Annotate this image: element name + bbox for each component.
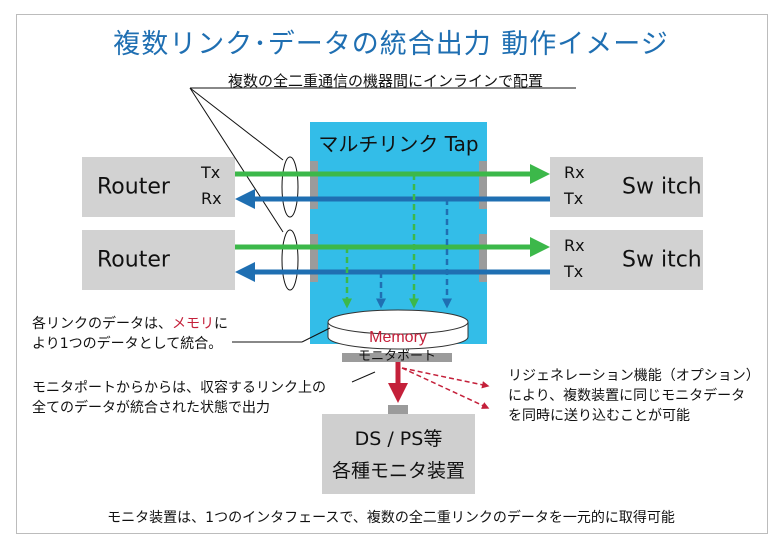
memory-cylinder	[327, 309, 469, 350]
monitor-device: DS / PS等 各種モニタ装置	[322, 414, 475, 494]
tap-port-right-2	[479, 234, 487, 282]
footer-note: モニタ装置は、1つのインタフェースで、複数の全二重リンクのデータを一元的に取得可…	[107, 510, 675, 526]
regen-arrow-1	[401, 367, 490, 389]
subtitle-leader-2	[189, 87, 284, 233]
monitor-device-line1: DS / PS等	[354, 428, 443, 450]
switch-2-rx-label: Rx	[564, 236, 585, 255]
switch-1-rx-label: Rx	[564, 163, 585, 182]
page-title: 複数リンク･データの統合出力 動作イメージ	[113, 29, 669, 60]
router-2: Router	[82, 230, 235, 290]
output-note-line1: モニタポートからからは、収容するリンク上の	[32, 380, 326, 396]
regen-note-line3: を同時に送り込むことが可能	[508, 408, 690, 424]
diagram-frame	[16, 14, 768, 534]
regen-note-line1: リジェネレーション機能（オプション）	[508, 368, 760, 384]
monitor-port-bar	[342, 353, 452, 362]
regen-note: リジェネレーション機能（オプション） により、複数装置に同じモニタデータ を同時…	[508, 366, 760, 426]
output-note: モニタポートからからは、収容するリンク上の 全てのデータが統合された状態で出力	[32, 378, 326, 418]
switch-2-tx-label: Tx	[564, 262, 584, 281]
switch-1: Sw itch Rx Tx	[550, 157, 703, 217]
tap-port-left-1	[310, 161, 318, 209]
switch-1-name: Sw itch	[622, 174, 702, 200]
subtitle-leader-1	[189, 87, 284, 161]
router-1-tx-label: Tx	[201, 163, 221, 182]
link-2-marker	[281, 229, 299, 291]
router-1: Router Tx Rx	[82, 157, 235, 217]
memory-label: Memory	[369, 329, 427, 346]
switch-2: Sw itch Rx Tx	[550, 230, 703, 290]
router-2-name: Router	[97, 247, 170, 273]
multilink-tap-box	[310, 122, 487, 344]
merge-note-memory: メモリ	[172, 316, 214, 332]
monitor-device-port	[388, 405, 408, 414]
monitor-device-line2: 各種モニタ装置	[331, 460, 465, 482]
tap-port-right-1	[479, 161, 487, 209]
merge-note-line1a: 各リンクのデータは、	[32, 316, 172, 332]
tap-port-left-2	[310, 234, 318, 282]
switch-2-name: Sw itch	[622, 247, 702, 273]
merge-note-line1c: に	[214, 316, 228, 332]
output-note-line2: 全てのデータが統合された状態で出力	[32, 400, 270, 416]
router-1-rx-label: Rx	[201, 189, 222, 208]
monitor-port-label: モニタポート	[358, 349, 436, 364]
regen-arrow-2	[401, 367, 490, 409]
regen-note-line2: により、複数装置に同じモニタデータ	[508, 388, 746, 404]
merge-note-leader	[301, 327, 331, 343]
switch-1-tx-label: Tx	[564, 189, 584, 208]
merge-note-line2: より1つのデータとして統合。	[32, 336, 223, 352]
output-note-leader	[351, 371, 376, 383]
link-1-marker	[281, 156, 299, 218]
tap-label: マルチリンク Tap	[318, 132, 479, 156]
merge-note: 各リンクのデータは、メモリに より1つのデータとして統合。	[32, 314, 228, 354]
subtitle: 複数の全二重通信の機器間にインラインで配置	[228, 72, 544, 90]
router-1-name: Router	[97, 174, 170, 200]
